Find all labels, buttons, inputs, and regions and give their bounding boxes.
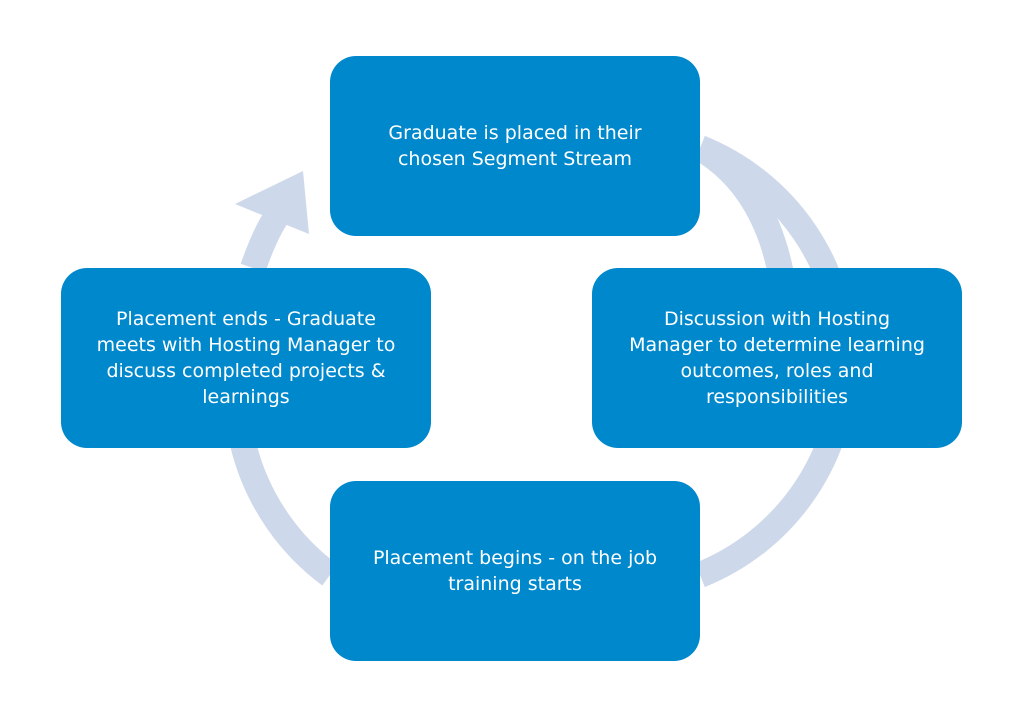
step-box-discussion: Discussion with Hosting Manager to deter… xyxy=(592,268,962,448)
step-box-placed-in-stream: Graduate is placed in their chosen Segme… xyxy=(330,56,700,236)
step-box-placement-ends: Placement ends - Graduate meets with Hos… xyxy=(61,268,431,448)
step-text: Placement begins - on the job training s… xyxy=(372,547,658,595)
cycle-arc-left-upper xyxy=(240,199,294,273)
step-text: Graduate is placed in their chosen Segme… xyxy=(388,122,642,170)
step-text: Discussion with Hosting Manager to deter… xyxy=(629,308,925,408)
step-text: Placement ends - Graduate meets with Hos… xyxy=(96,308,396,408)
step-box-placement-begins: Placement begins - on the job training s… xyxy=(330,481,700,661)
